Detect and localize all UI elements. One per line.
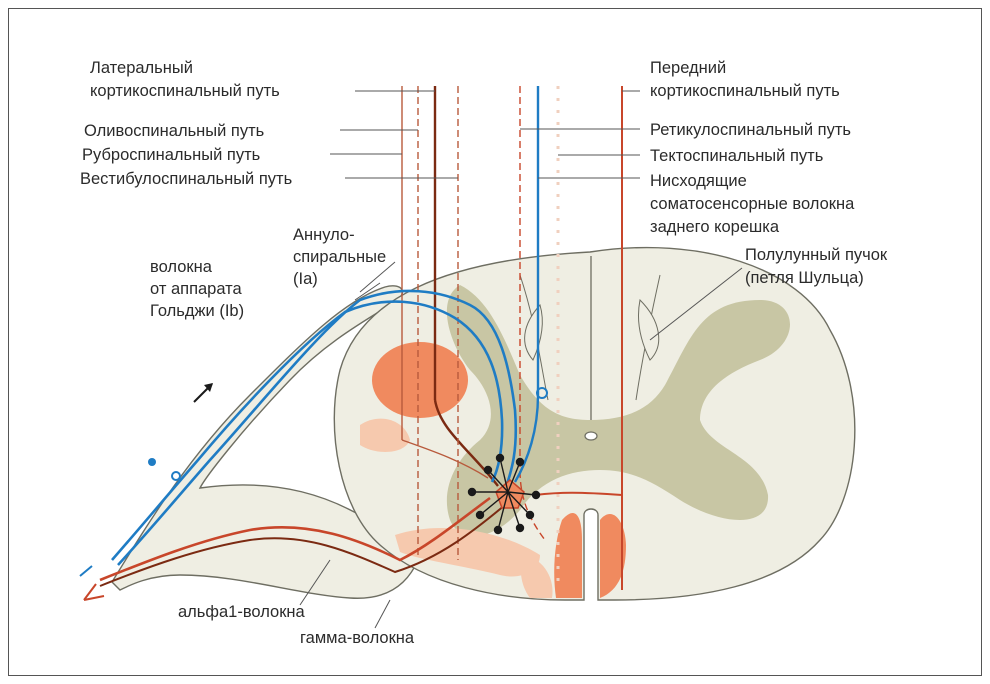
anterior-corticospinal-label-2: кортикоспинальный путь [650, 82, 840, 100]
tectospinal-label: Тектоспинальный путь [650, 147, 823, 165]
annulospiral-label-3: (Ia) [293, 270, 318, 288]
alpha1-label: альфа1-волокна [178, 603, 306, 621]
annulospiral-label-2: спиральные [293, 248, 386, 266]
descending-label-2: соматосенсорные волокна [650, 195, 855, 213]
semilunar-label-2: (петля Шульца) [745, 269, 864, 287]
semilunar-label-1: Полулунный пучок [745, 246, 888, 264]
lateral-corticospinal-label-2: кортикоспинальный путь [90, 82, 280, 100]
ib-fiber-ending-2 [172, 472, 180, 480]
gamma-label: гамма-волокна [300, 629, 415, 647]
golgi-label-1: волокна [150, 258, 213, 276]
descending-label-3: заднего корешка [650, 218, 780, 236]
central-canal [585, 432, 597, 440]
lateral-corticospinal-label-1: Латеральный [90, 59, 193, 77]
gamma-leader [375, 600, 390, 628]
descending-label-1: Нисходящие [650, 172, 747, 190]
lateral-corticospinal-tract [372, 342, 468, 418]
afferent-arrow-head [80, 566, 92, 576]
anterior-corticospinal-label-1: Передний [650, 59, 726, 77]
golgi-label-3: Гольджи (Ib) [150, 302, 244, 320]
vestibulospinal-label: Вестибулоспинальный путь [80, 170, 292, 188]
rubrospinal-label: Руброспинальный путь [82, 146, 260, 164]
ib-fiber-ending-1 [148, 458, 156, 466]
olivospinal-label: Оливоспинальный путь [84, 122, 264, 140]
annulospiral-label-1: Аннуло- [293, 226, 355, 244]
reticulospinal-label: Ретикулоспинальный путь [650, 121, 851, 139]
golgi-label-2: от аппарата [150, 280, 243, 298]
